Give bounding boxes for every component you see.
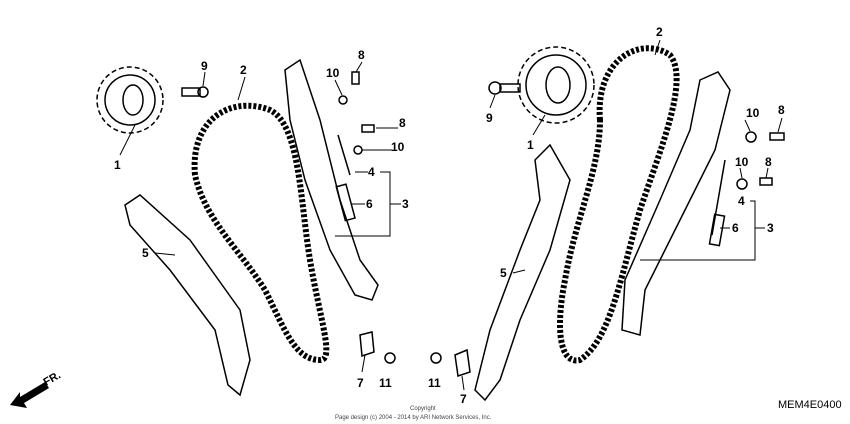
callout-5: 5 [142, 246, 149, 260]
left-tensioner-arm [284, 58, 379, 301]
left-small-parts [335, 71, 396, 364]
callout-7: 7 [357, 376, 364, 390]
copyright-line-1: Copyright [410, 406, 436, 412]
callout-8: 8 [778, 103, 785, 117]
callout-10: 10 [391, 140, 405, 154]
callout-8: 8 [358, 48, 365, 62]
callout-labels: 9 1 2 10 8 8 10 4 3 6 5 7 11 11 7 2 9 1 … [114, 25, 785, 406]
callout-6: 6 [366, 197, 373, 211]
arrow-icon [10, 382, 49, 408]
callout-5: 5 [500, 266, 507, 280]
callout-1: 1 [114, 158, 121, 172]
right-cam-chain [557, 45, 680, 364]
right-small-parts [430, 131, 785, 377]
left-guide [124, 194, 251, 397]
left-bolt [181, 86, 209, 98]
diagram-code: MEM4E0400 [778, 399, 842, 411]
callout-8: 8 [399, 116, 406, 130]
callout-8: 8 [765, 155, 772, 169]
callout-1: 1 [527, 138, 534, 152]
left-cam-chain [191, 102, 330, 364]
right-guide [474, 143, 571, 402]
callout-3: 3 [402, 197, 409, 211]
left-cam-sprocket [96, 66, 164, 134]
callout-2: 2 [656, 25, 663, 39]
front-label: FR. [42, 369, 63, 388]
callout-10: 10 [735, 155, 749, 169]
right-tensioner-arm [621, 71, 731, 336]
right-cam-sprocket [517, 46, 595, 124]
callout-4: 4 [738, 194, 745, 208]
leader-lines [119, 39, 783, 391]
callout-11: 11 [379, 376, 392, 390]
callout-10: 10 [326, 66, 340, 80]
callout-9: 9 [201, 59, 208, 73]
callout-3: 3 [767, 221, 774, 235]
copyright-line-2: Page design (c) 2004 - 2014 by ARI Netwo… [335, 415, 492, 421]
front-direction-arrow: FR. [10, 369, 63, 408]
callout-7: 7 [460, 392, 467, 406]
callout-2: 2 [240, 63, 247, 77]
callout-9: 9 [486, 111, 493, 125]
callout-4: 4 [368, 165, 375, 179]
right-bolt [488, 81, 521, 95]
callout-11: 11 [428, 376, 441, 390]
callout-10: 10 [746, 106, 760, 120]
callout-6: 6 [732, 221, 739, 235]
